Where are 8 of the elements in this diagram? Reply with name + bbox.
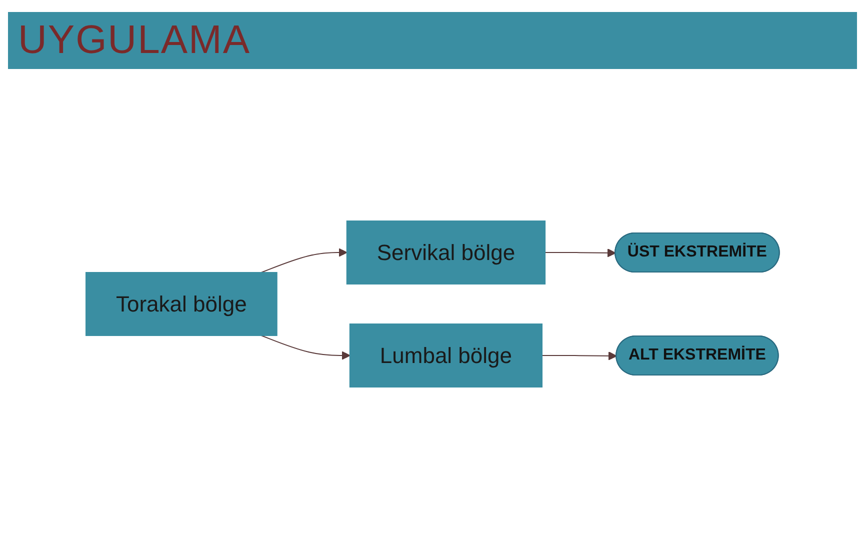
arrow — [544, 248, 616, 258]
arrow — [260, 248, 348, 273]
node-box: Servikal bölge — [346, 220, 546, 284]
arrow — [260, 335, 350, 360]
node-box: Lumbal bölge — [349, 324, 542, 388]
title-banner: UYGULAMA — [8, 12, 857, 69]
arrow — [541, 352, 617, 360]
node-box: Torakal bölge — [85, 272, 278, 336]
